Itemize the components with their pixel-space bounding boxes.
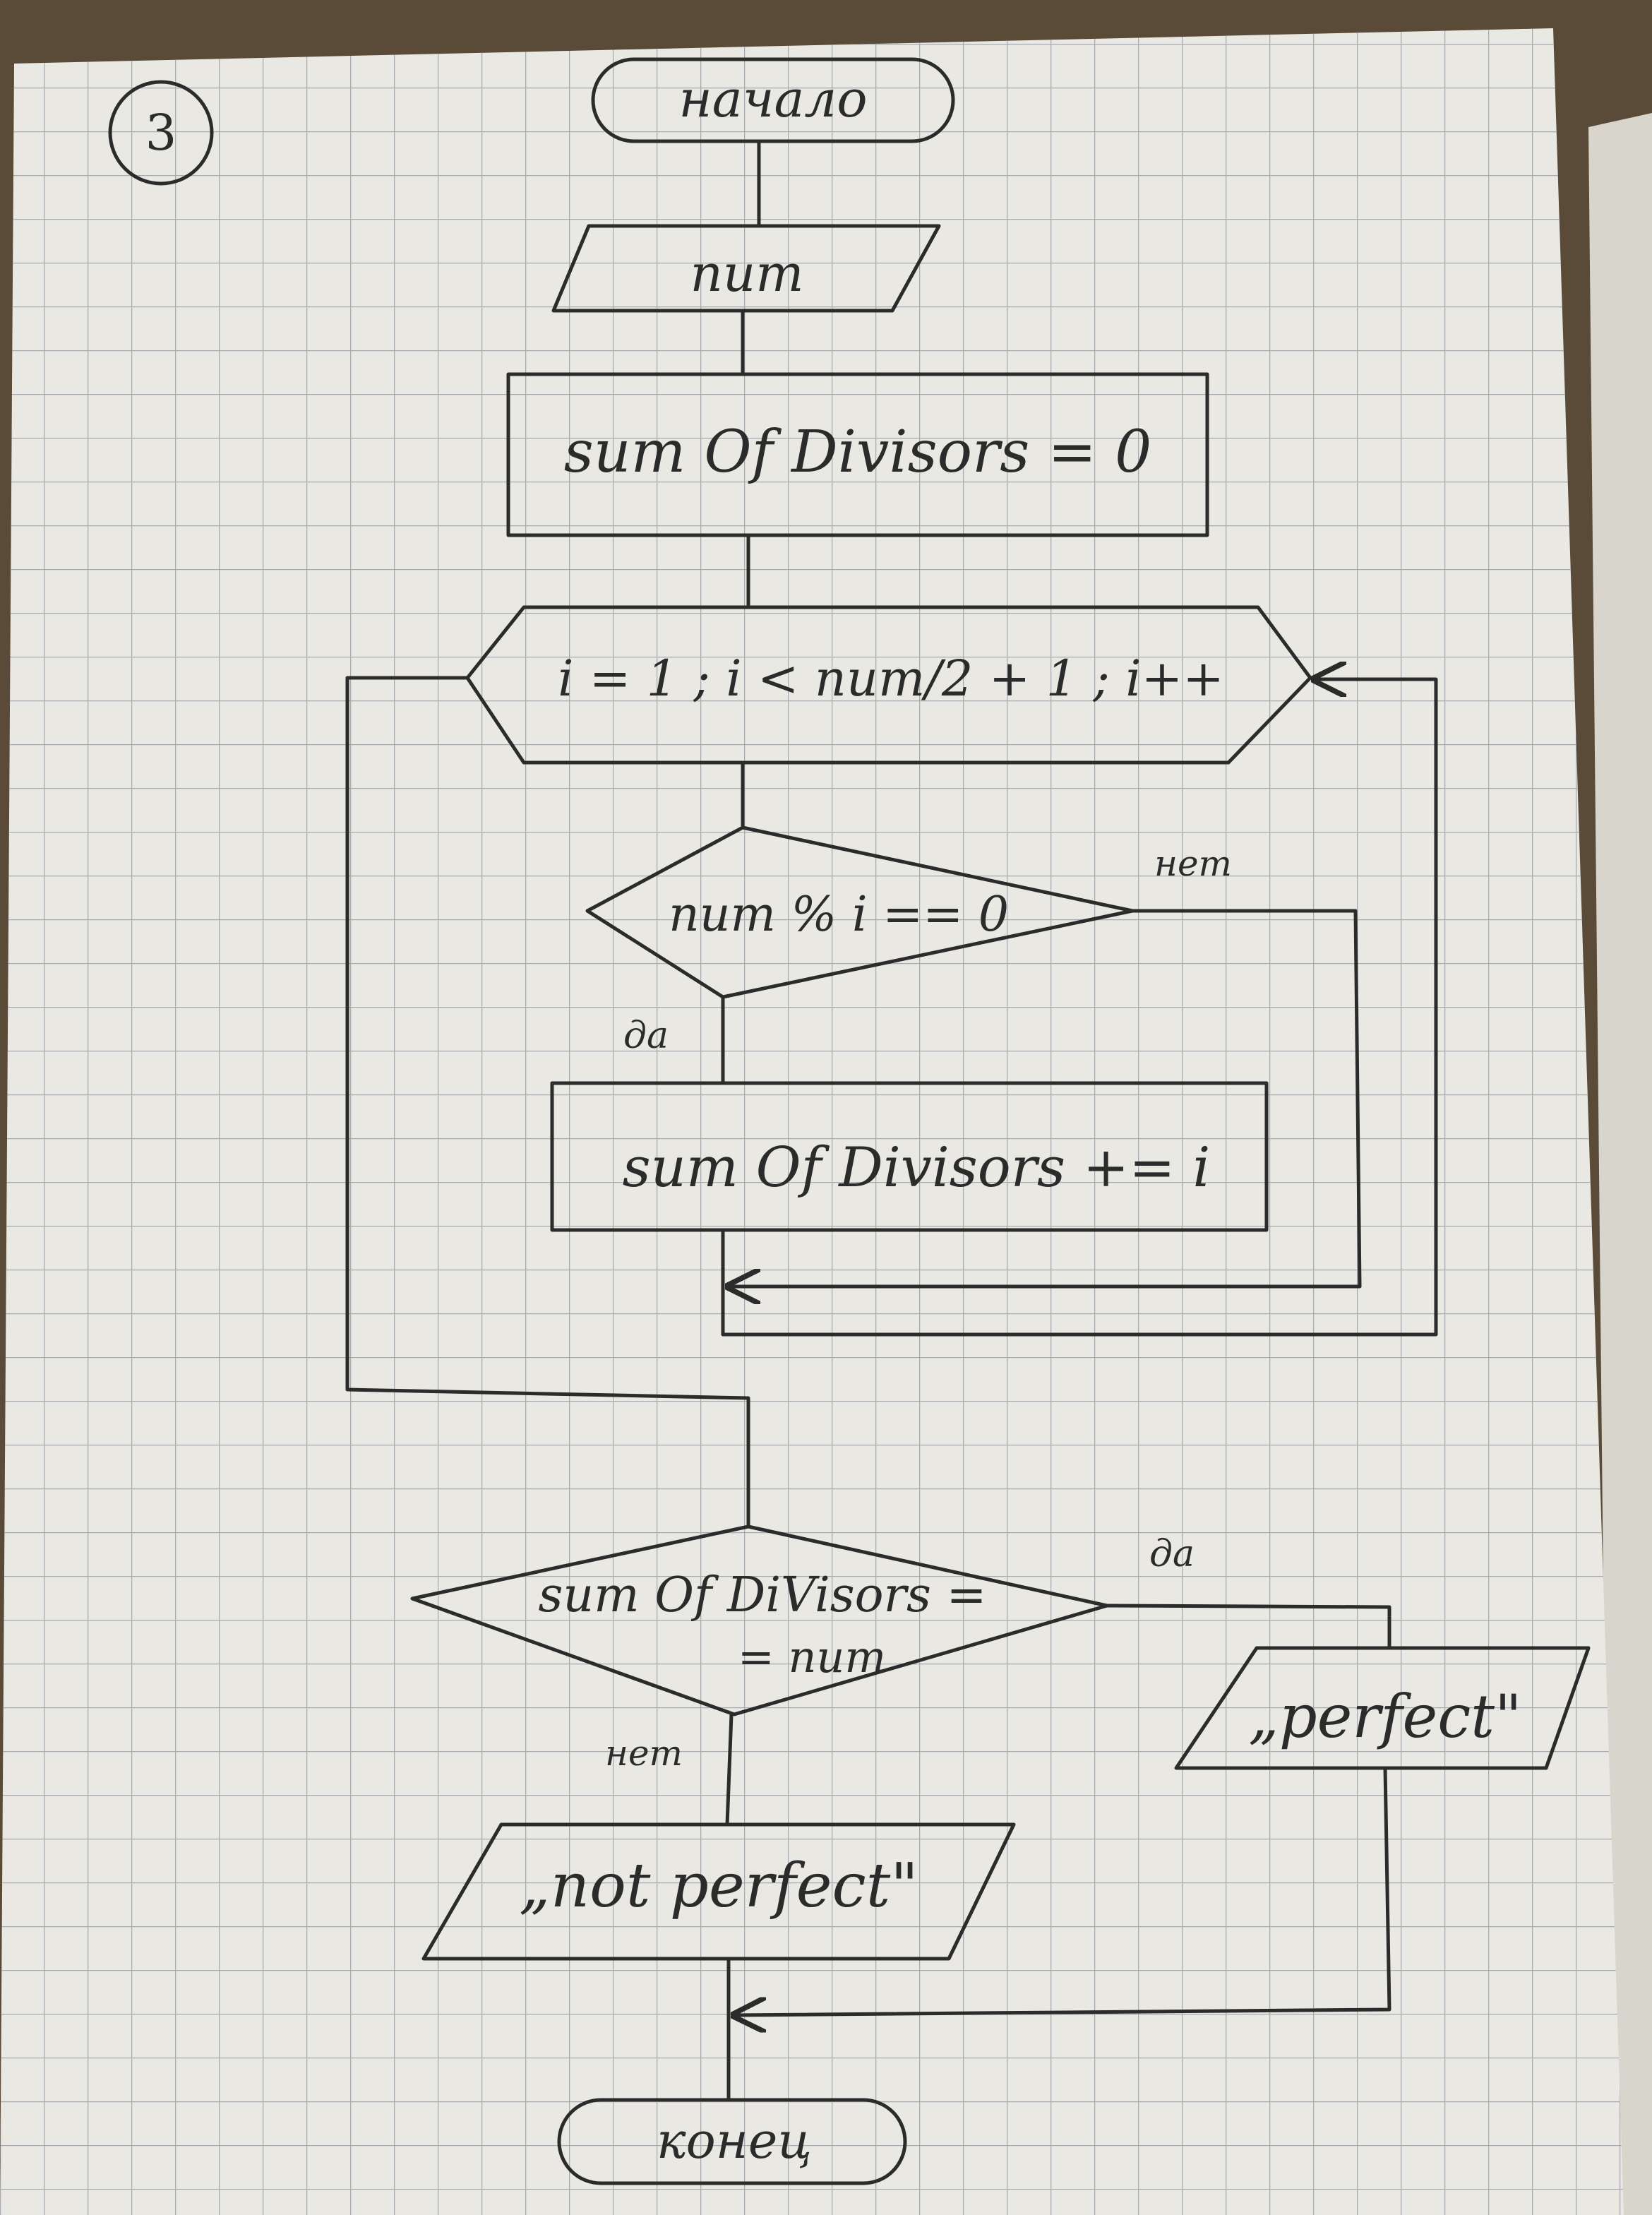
check-yes-label: да	[623, 1015, 669, 1057]
page-number: 3	[145, 104, 177, 162]
start-label: начало	[678, 69, 867, 129]
output-not-perfect-parallelogram	[421, 1822, 1016, 1961]
start-terminal	[591, 57, 955, 143]
output-perfect-label: „perfect"	[1248, 1682, 1521, 1751]
connector-compare-no	[725, 1712, 734, 1827]
connector-compare-yes	[1105, 1604, 1391, 1650]
init-label: sum Of Divisors = 0	[564, 419, 1152, 486]
loop-label: i = 1 ; i < num/2 + 1 ; i++	[558, 650, 1224, 708]
input-label: num	[690, 244, 803, 303]
page-number-circle	[108, 80, 214, 186]
accumulate-label: sum Of Divisors += i	[623, 1136, 1211, 1200]
end-label: конец	[657, 2112, 812, 2170]
compare-label-line2: = num	[738, 1631, 886, 1683]
connector-loop-back	[721, 679, 1438, 1337]
output-perfect-parallelogram	[1174, 1646, 1591, 1770]
input-parallelogram	[551, 224, 941, 313]
check-label: num % i == 0	[669, 887, 1009, 943]
compare-label-line1: sum Of DiVisors =	[538, 1568, 986, 1623]
accumulate-process-box	[550, 1081, 1269, 1232]
init-process-box	[506, 372, 1209, 537]
grid-paper	[0, 28, 1624, 2215]
check-no-label: нет	[1154, 843, 1232, 884]
output-not-perfect-label: „not perfect"	[519, 1851, 918, 1921]
compare-no-label: нет	[605, 1733, 683, 1774]
compare-yes-label: да	[1149, 1533, 1195, 1575]
connector-perfect-merge	[734, 1766, 1391, 2015]
end-terminal	[557, 2098, 907, 2185]
connector-check-no	[729, 909, 1362, 1286]
connector-loop-exit	[345, 676, 750, 1529]
compare-diamond	[410, 1524, 1109, 1717]
